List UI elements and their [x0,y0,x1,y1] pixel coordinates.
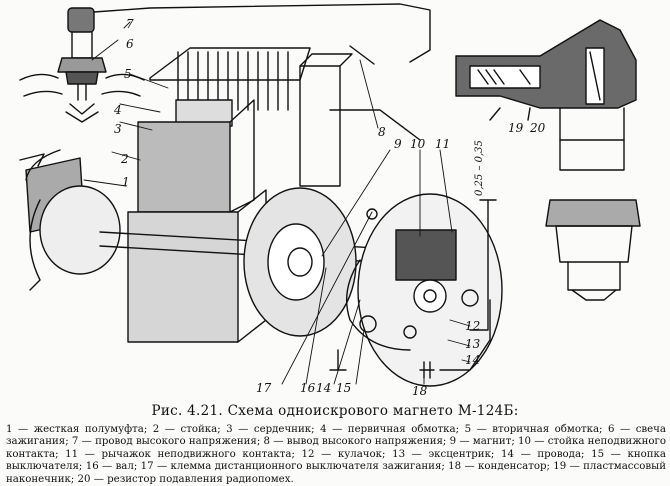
callout-14: 14 [465,353,481,367]
callout-2: 2 [121,152,129,166]
plastic-tip-insert [455,19,641,301]
stand-block [127,99,267,343]
spark-plug-illustration [19,3,431,123]
callout-14-lower: 14 [316,381,332,395]
callout-12: 12 [465,319,481,333]
magneto-diagram [19,3,641,387]
callout-6: 6 [126,37,134,51]
callout-9: 9 [394,137,402,151]
callout-10: 10 [410,137,426,151]
callout-8: 8 [378,125,386,139]
rotor-disk [243,187,357,337]
figure-caption: Рис. 4.21. Схема одноискрового магнето М… [151,403,519,419]
callout-15: 15 [336,381,352,395]
callout-17: 17 [256,381,272,395]
callout-13: 13 [465,337,481,351]
callout-16: 16 [300,381,316,395]
leader-lines [83,21,471,385]
callout-20: 20 [530,121,546,135]
callout-5: 5 [124,67,132,81]
callout-4: 4 [114,103,122,117]
callout-1: 1 [122,175,130,189]
gap-dimension-label: 0,25 – 0,35 [474,140,485,196]
callout-18: 18 [412,384,428,398]
figure-legend: 1 — жесткая полумуфта; 2 — стойка; 3 — с… [6,424,666,485]
dimension-bracket [469,199,497,331]
callout-19: 19 [508,121,524,135]
hv-lead [329,45,421,141]
breaker-assembly [329,193,503,387]
callout-7: 7 [126,17,134,31]
callout-11: 11 [435,137,451,151]
callout-3: 3 [114,122,122,136]
half-coupling [19,149,121,291]
lead-wires [439,299,491,371]
